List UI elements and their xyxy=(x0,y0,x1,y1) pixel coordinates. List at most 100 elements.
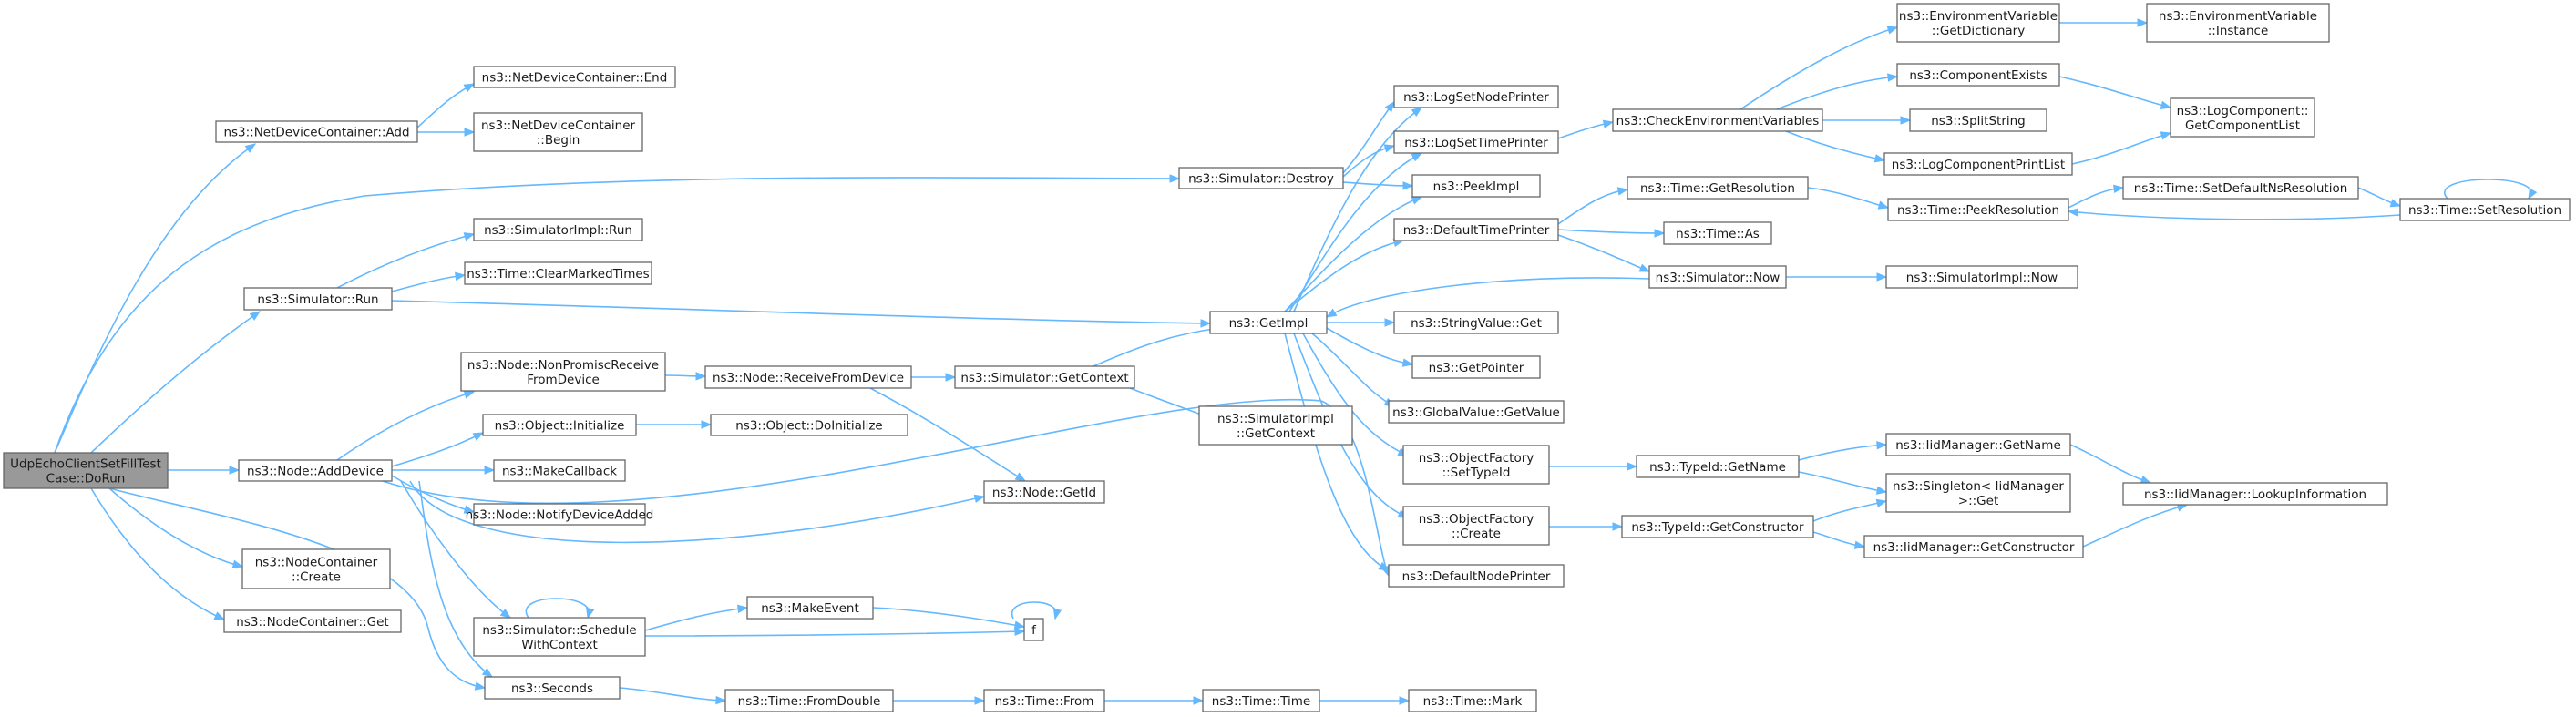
node-obj-doinit[interactable]: ns3::Object::DoInitialize xyxy=(710,414,908,436)
node-time-fromdouble[interactable]: ns3::Time::FromDouble xyxy=(724,689,894,712)
edge-line xyxy=(54,143,256,454)
node-defnodeprinter[interactable]: ns3::DefaultNodePrinter xyxy=(1388,564,1565,588)
node-box xyxy=(2170,97,2315,138)
node-simimpl-run[interactable]: ns3::SimulatorImpl::Run xyxy=(473,218,643,241)
node-getimpl[interactable]: ns3::GetImpl xyxy=(1209,311,1328,334)
node-nc-get[interactable]: ns3::NodeContainer::Get xyxy=(223,609,402,633)
node-typeid-getname[interactable]: ns3::TypeId::GetName xyxy=(1636,455,1800,478)
node-label: ns3::Node::ReceiveFromDevice xyxy=(713,371,904,385)
node-label: ns3::SimulatorImpl::Run xyxy=(484,223,632,238)
node-logcomp-list[interactable]: ns3::LogComponent::GetComponentList xyxy=(2170,97,2315,138)
edge-checkenv-to-splitstring xyxy=(1822,116,1912,125)
edge-f-to-f xyxy=(1011,601,1062,620)
node-ev-instance[interactable]: ns3::EnvironmentVariable::Instance xyxy=(2146,3,2330,43)
node-box xyxy=(1178,167,1344,189)
node-singleton-get[interactable]: ns3::Singleton< IidManager>::Get xyxy=(1885,473,2071,513)
call-graph-edges xyxy=(54,18,2538,705)
node-box xyxy=(223,609,402,633)
node-compexists[interactable]: ns3::ComponentExists xyxy=(1896,63,2060,87)
node-iid-getname[interactable]: ns3::IidManager::GetName xyxy=(1885,433,2071,456)
node-time-peekres[interactable]: ns3::Time::PeekResolution xyxy=(1887,198,2069,221)
node-time-setres[interactable]: ns3::Time::SetResolution xyxy=(2399,198,2571,221)
node-logcompprint[interactable]: ns3::LogComponentPrintList xyxy=(1883,152,2073,176)
edge-line xyxy=(1557,229,1665,234)
node-box xyxy=(1887,198,2069,221)
edge-sim_run-to-time_clear xyxy=(391,271,467,292)
node-peekimpl[interactable]: ns3::PeekImpl xyxy=(1411,174,1541,198)
arrowhead-icon xyxy=(2067,208,2078,217)
edge-node_rfd-to-sim_getctx xyxy=(910,373,957,382)
node-makecb[interactable]: ns3::MakeCallback xyxy=(493,459,626,482)
node-label: ns3::NodeContainer xyxy=(255,556,378,570)
node-seconds[interactable]: ns3::Seconds xyxy=(484,676,621,700)
node-box xyxy=(1198,405,1353,446)
node-iid-lookup[interactable]: ns3::IidManager::LookupInformation xyxy=(2122,482,2388,506)
node-time-time[interactable]: ns3::Time::Time xyxy=(1202,689,1320,712)
node-sim-getctx[interactable]: ns3::Simulator::GetContext xyxy=(954,365,1135,389)
arrowhead-icon xyxy=(2160,100,2172,109)
edge-getimpl-to-logtimeprinter xyxy=(1288,152,1423,312)
edge-line xyxy=(1011,601,1058,620)
node-typeid-getctor[interactable]: ns3::TypeId::GetConstructor xyxy=(1621,515,1814,538)
edge-node_adddev-to-seconds xyxy=(418,480,494,678)
node-sim-now[interactable]: ns3::Simulator::Now xyxy=(1648,265,1787,289)
edge-line xyxy=(872,607,1025,628)
node-ndc-add[interactable]: ns3::NetDeviceContainer::Add xyxy=(215,120,418,143)
edge-line xyxy=(1293,107,1422,312)
node-label: ns3::Node::GetId xyxy=(992,486,1096,500)
node-ev-getdict[interactable]: ns3::EnvironmentVariable::GetDictionary xyxy=(1896,3,2060,43)
node-label: ns3::DefaultNodePrinter xyxy=(1402,569,1551,584)
edge-sim_destroy-to-logtimeprinter xyxy=(1342,144,1396,178)
edge-line xyxy=(1293,333,1409,518)
node-box xyxy=(241,548,391,589)
node-sim-run[interactable]: ns3::Simulator::Run xyxy=(243,287,393,311)
node-ndc-begin[interactable]: ns3::NetDeviceContainer::Begin xyxy=(473,112,643,152)
edge-line xyxy=(1557,189,1628,225)
node-iid-getctor[interactable]: ns3::IidManager::GetConstructor xyxy=(1863,535,2084,558)
node-nc-create[interactable]: ns3::NodeContainer::Create xyxy=(241,548,391,589)
node-time-setdefns[interactable]: ns3::Time::SetDefaultNsResolution xyxy=(2122,176,2359,200)
node-sim-destroy[interactable]: ns3::Simulator::Destroy xyxy=(1178,167,1344,189)
node-getpointer[interactable]: ns3::GetPointer xyxy=(1411,355,1541,379)
arrowhead-icon xyxy=(1873,154,1886,163)
node-strval-get[interactable]: ns3::StringValue::Get xyxy=(1393,311,1559,334)
node-time-as[interactable]: ns3::Time::As xyxy=(1663,221,1772,245)
node-checkenv[interactable]: ns3::CheckEnvironmentVariables xyxy=(1612,108,1823,132)
node-node-getid[interactable]: ns3::Node::GetId xyxy=(983,480,1105,504)
node-time-mark[interactable]: ns3::Time::Mark xyxy=(1408,689,1537,712)
node-splitstring[interactable]: ns3::SplitString xyxy=(1909,108,2047,132)
node-label: ns3::Node::NonPromiscReceive xyxy=(467,358,659,373)
edge-makeevent-to-f xyxy=(872,607,1026,630)
node-time-clear[interactable]: ns3::Time::ClearMarkedTimes xyxy=(464,261,652,285)
node-node-adddev[interactable]: ns3::Node::AddDevice xyxy=(238,459,393,482)
node-box xyxy=(1408,689,1537,712)
node-obj-init[interactable]: ns3::Object::Initialize xyxy=(482,414,637,436)
node-simimpl-getctx[interactable]: ns3::SimulatorImpl::GetContext xyxy=(1198,405,1353,446)
node-lognodeprinter[interactable]: ns3::LogSetNodePrinter xyxy=(1393,85,1559,108)
edge-sim_swc-to-makeevent xyxy=(644,604,749,631)
node-makeevent[interactable]: ns3::MakeEvent xyxy=(746,596,874,620)
node-of-create[interactable]: ns3::ObjectFactory::Create xyxy=(1402,506,1550,546)
edge-line xyxy=(2058,76,2171,108)
node-simimpl-now[interactable]: ns3::SimulatorImpl::Now xyxy=(1885,265,2078,289)
node-node-notify[interactable]: ns3::Node::NotifyDeviceAdded xyxy=(466,503,654,526)
node-label: >::Get xyxy=(1958,494,1998,508)
node-node-rfd[interactable]: ns3::Node::ReceiveFromDevice xyxy=(704,365,912,389)
node-ndc-end[interactable]: ns3::NetDeviceContainer::End xyxy=(473,66,676,88)
edge-root-to-node_adddev xyxy=(167,466,241,475)
node-time-getres[interactable]: ns3::Time::GetResolution xyxy=(1627,176,1809,200)
node-deftimeprinter[interactable]: ns3::DefaultTimePrinter xyxy=(1393,218,1559,241)
node-time-from[interactable]: ns3::Time::From xyxy=(983,689,1105,712)
arrowhead-icon xyxy=(484,466,496,475)
node-f[interactable]: f xyxy=(1023,618,1044,641)
edge-line xyxy=(644,607,748,631)
node-gv-getvalue[interactable]: ns3::GlobalValue::GetValue xyxy=(1388,400,1565,424)
node-label: ns3::StringValue::Get xyxy=(1411,316,1542,331)
node-logtimeprinter[interactable]: ns3::LogSetTimePrinter xyxy=(1393,130,1559,154)
node-label: ns3::ObjectFactory xyxy=(1419,512,1534,527)
node-box xyxy=(2399,198,2571,221)
node-of-settypeid[interactable]: ns3::ObjectFactory::SetTypeId xyxy=(1402,445,1550,485)
